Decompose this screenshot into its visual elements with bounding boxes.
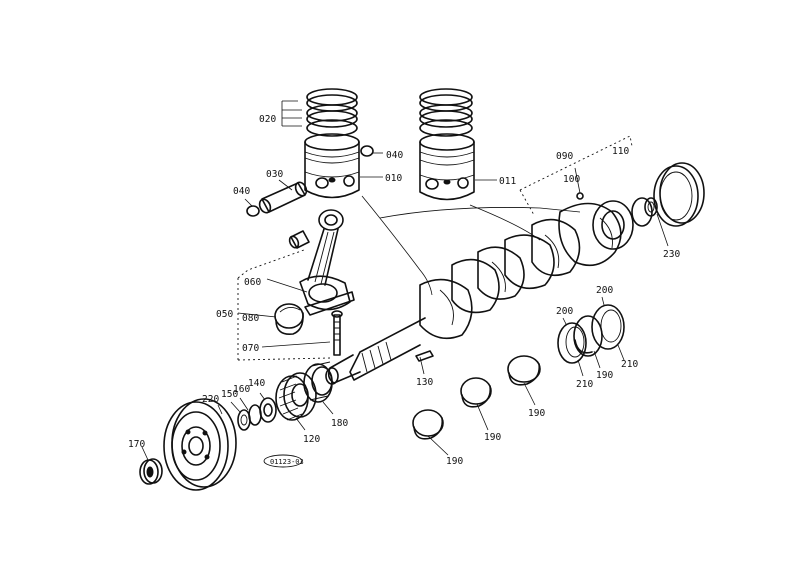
crank-pulley-220 xyxy=(163,398,237,491)
part-number-labels: 020 040 010 011 030 040 090 100 110 230 … xyxy=(128,114,680,467)
label-160: 160 xyxy=(233,384,250,395)
o-ring-160 xyxy=(248,404,262,426)
label-200-left: 200 xyxy=(556,306,573,317)
diagram-stamp: 01123-03 xyxy=(263,454,304,468)
label-130: 130 xyxy=(416,377,433,388)
leader-lines xyxy=(141,100,669,461)
label-070: 070 xyxy=(242,343,259,354)
label-190-a: 190 xyxy=(446,456,463,467)
main-bearing-190-a xyxy=(412,409,444,440)
thrust-washer-200-left xyxy=(557,322,587,364)
label-080: 080 xyxy=(242,313,259,324)
label-180: 180 xyxy=(331,418,348,429)
label-060: 060 xyxy=(244,277,261,288)
seal-sleeve-230 xyxy=(644,197,658,217)
label-200-right: 200 xyxy=(596,285,613,296)
label-170: 170 xyxy=(128,439,145,450)
connecting-rod-060 xyxy=(299,209,355,316)
rear-seal-110 xyxy=(653,162,705,227)
nut-170 xyxy=(139,458,163,485)
piston-pin-030 xyxy=(258,181,308,214)
label-030: 030 xyxy=(266,169,283,180)
piston-011 xyxy=(419,88,475,201)
label-050: 050 xyxy=(216,309,233,320)
rod-bearing-080 xyxy=(274,303,304,336)
label-150: 150 xyxy=(221,389,238,400)
thrust-washer-200-right xyxy=(591,304,625,350)
label-190-b: 190 xyxy=(484,432,501,443)
label-210-left: 210 xyxy=(576,379,593,390)
label-230: 230 xyxy=(663,249,680,260)
label-120: 120 xyxy=(303,434,320,445)
label-020: 020 xyxy=(259,114,276,125)
label-220: 220 xyxy=(202,394,219,405)
label-010: 010 xyxy=(385,173,402,184)
main-bearing-190-b xyxy=(460,377,492,408)
label-110: 110 xyxy=(612,146,629,157)
crank-gear-120 xyxy=(275,372,317,421)
label-100: 100 xyxy=(563,174,580,185)
circlip-040-lower xyxy=(246,205,260,217)
label-210-right: 210 xyxy=(621,359,638,370)
key-130 xyxy=(415,350,434,362)
label-190-c: 190 xyxy=(528,408,545,419)
main-bearing-190-c xyxy=(507,355,541,386)
piston-010 xyxy=(304,88,360,199)
label-040-lower: 040 xyxy=(233,186,250,197)
collar-140 xyxy=(259,397,277,423)
label-090: 090 xyxy=(556,151,573,162)
small-end-bushing xyxy=(288,230,310,249)
stamp-text: 01123-03 xyxy=(270,458,304,466)
label-190-thrust: 190 xyxy=(596,370,613,381)
bearing-180 xyxy=(303,361,333,403)
thrust-bearing-190 xyxy=(573,315,603,357)
rod-bolt-070 xyxy=(331,310,343,356)
seal-150 xyxy=(237,409,251,431)
label-140: 140 xyxy=(248,378,265,389)
label-040-upper: 040 xyxy=(386,150,403,161)
label-011: 011 xyxy=(499,176,516,187)
circlip-040-upper xyxy=(360,145,374,157)
plug-100 xyxy=(576,192,584,200)
crankshaft xyxy=(325,197,653,385)
